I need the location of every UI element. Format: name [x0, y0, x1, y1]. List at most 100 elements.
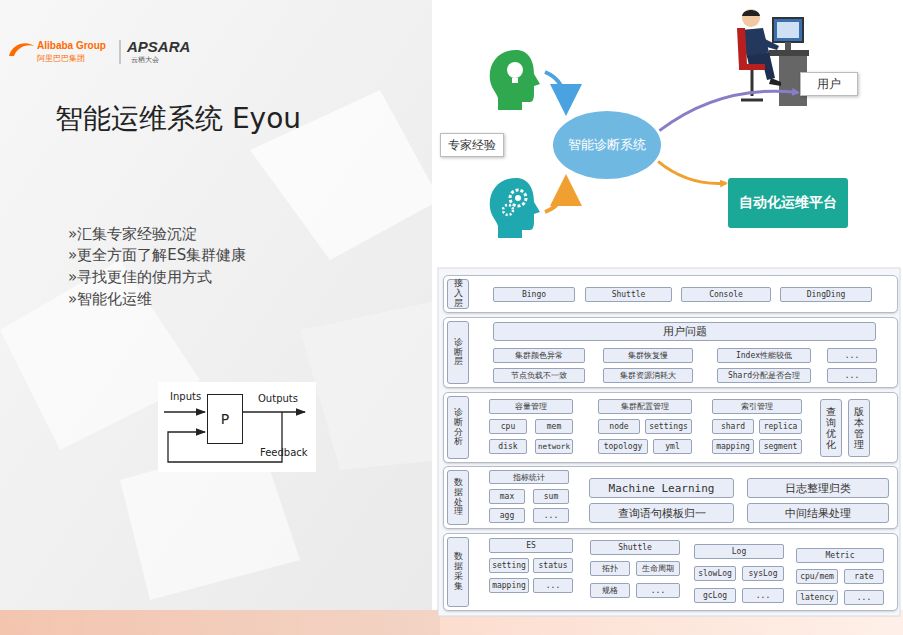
layer-band: 数据采集ESsettingstatusmapping...Shuttle拓扑生命…	[443, 533, 898, 611]
node-text: 专家经验	[448, 137, 496, 154]
node-text: 集群资源消耗大	[620, 370, 676, 381]
text-label: »更全方面了解ES集群健康	[68, 246, 246, 265]
vertical-box: 版本管理	[848, 399, 870, 457]
item-box: cpu/mem	[796, 569, 838, 584]
node-text: 智能诊断系统	[568, 136, 646, 154]
node-text: Machine Learning	[609, 482, 715, 495]
text-label: Alibaba Group	[37, 40, 106, 51]
node-text: 日志整理归类	[785, 481, 851, 496]
text-label: »智能化运维	[68, 290, 152, 309]
node-text: network	[538, 442, 570, 451]
item-box: ...	[742, 588, 784, 603]
node-text: ...	[756, 591, 770, 600]
item-box: ...	[844, 590, 884, 605]
item-box: 集群颜色异常	[493, 348, 585, 363]
item-box: shard	[712, 419, 754, 434]
layer-band: 数据处理指标统计maxsumagg...Machine Learning查询语句…	[443, 466, 898, 529]
text-label: 阿里巴巴集团	[37, 53, 85, 64]
item-box: 索引管理	[712, 399, 802, 414]
text-label: 云栖大会	[131, 55, 159, 65]
item-box: ES	[489, 538, 573, 553]
node-text: 生命周期	[642, 563, 674, 574]
node-text: segment	[764, 442, 798, 451]
item-box: yml	[653, 439, 692, 454]
node-text: ...	[546, 581, 560, 590]
item-box: mem	[535, 419, 573, 434]
item-box: sysLog	[742, 566, 784, 581]
text-label: »汇集专家经验沉淀	[68, 225, 197, 244]
flow-arrow	[658, 161, 726, 183]
node-text: sysLog	[749, 569, 778, 578]
process-box: P	[207, 394, 243, 444]
node-text: mapping	[716, 442, 750, 451]
item-box: 集群配置管理	[598, 399, 692, 414]
node-text: mem	[547, 422, 561, 431]
node-text: Shard分配是否合理	[728, 370, 800, 381]
node-text: max	[500, 492, 514, 501]
node-text: 用户问题	[663, 324, 707, 339]
item-box: node	[598, 419, 640, 434]
node-text: 规格	[602, 585, 618, 596]
item-box: ...	[827, 348, 877, 363]
item-box: ...	[636, 583, 680, 598]
item-box: setting	[489, 558, 529, 573]
node-text: 索引管理	[741, 401, 773, 412]
item-box: 节点负载不一致	[493, 368, 585, 383]
item-box: 拓扑	[590, 561, 630, 576]
item-box: latency	[796, 590, 838, 605]
item-box: gcLog	[694, 588, 736, 603]
node-text: Console	[709, 290, 743, 299]
node-text: ...	[845, 371, 859, 380]
item-box: 规格	[590, 583, 630, 598]
item-box: rate	[844, 569, 884, 584]
item-box: Log	[694, 544, 784, 559]
node-text: 用户	[817, 76, 841, 93]
item-box: network	[535, 439, 573, 454]
node-text: sum	[544, 492, 558, 501]
item-box: Shuttle	[590, 540, 680, 555]
item-box: ...	[533, 508, 569, 523]
item-box: DingDing	[780, 287, 872, 302]
item-box: 集群恢复慢	[603, 348, 693, 363]
layer-label-box: 诊断分析	[447, 396, 469, 459]
item-box: disk	[489, 439, 527, 454]
node-text: Shuttle	[612, 290, 646, 299]
item-box: mapping	[489, 578, 529, 593]
module-box: 查询语句模板归一	[589, 503, 734, 523]
node-text: ES	[526, 541, 536, 550]
item-box: Shuttle	[585, 287, 672, 302]
node-text: ...	[651, 586, 665, 595]
flow-arrow	[659, 91, 798, 130]
node-text: setting	[492, 561, 526, 570]
node-text: node	[609, 422, 628, 431]
module-box: Machine Learning	[589, 478, 734, 498]
node-text: Metric	[826, 551, 855, 560]
node-text: 集群恢复慢	[628, 350, 668, 361]
text-label: Outputs	[258, 393, 298, 404]
node-text: shard	[721, 422, 745, 431]
node-text: DingDing	[807, 290, 846, 299]
item-box: max	[489, 489, 525, 504]
node-text: mapping	[492, 581, 526, 590]
item-box: segment	[759, 439, 802, 454]
node-text: Index性能较低	[736, 350, 792, 361]
platform-box: 自动化运维平台	[728, 178, 848, 228]
node-text: topology	[604, 442, 643, 451]
module-box: 用户问题	[493, 322, 876, 341]
node-text: gcLog	[703, 591, 727, 600]
node-text: P	[221, 411, 229, 427]
layer-label-box: 数据处理	[447, 470, 469, 525]
module-box: 中间结果处理	[747, 503, 889, 523]
layer-band: 诊断层用户问题集群颜色异常集群恢复慢Index性能较低...节点负载不一致集群资…	[443, 317, 898, 388]
node-text: ...	[857, 593, 871, 602]
item-box: Index性能较低	[717, 348, 811, 363]
layer-band: 诊断分析容量管理cpumemdisknetwork集群配置管理nodesetti…	[443, 392, 898, 463]
node-text: ...	[544, 511, 558, 520]
item-box: Console	[681, 287, 771, 302]
node-text: agg	[500, 511, 514, 520]
item-box: 生命周期	[636, 561, 680, 576]
node-text: Log	[732, 547, 746, 556]
item-box: mapping	[712, 439, 754, 454]
text-label: APSARA	[127, 38, 190, 55]
item-box: sum	[533, 489, 569, 504]
